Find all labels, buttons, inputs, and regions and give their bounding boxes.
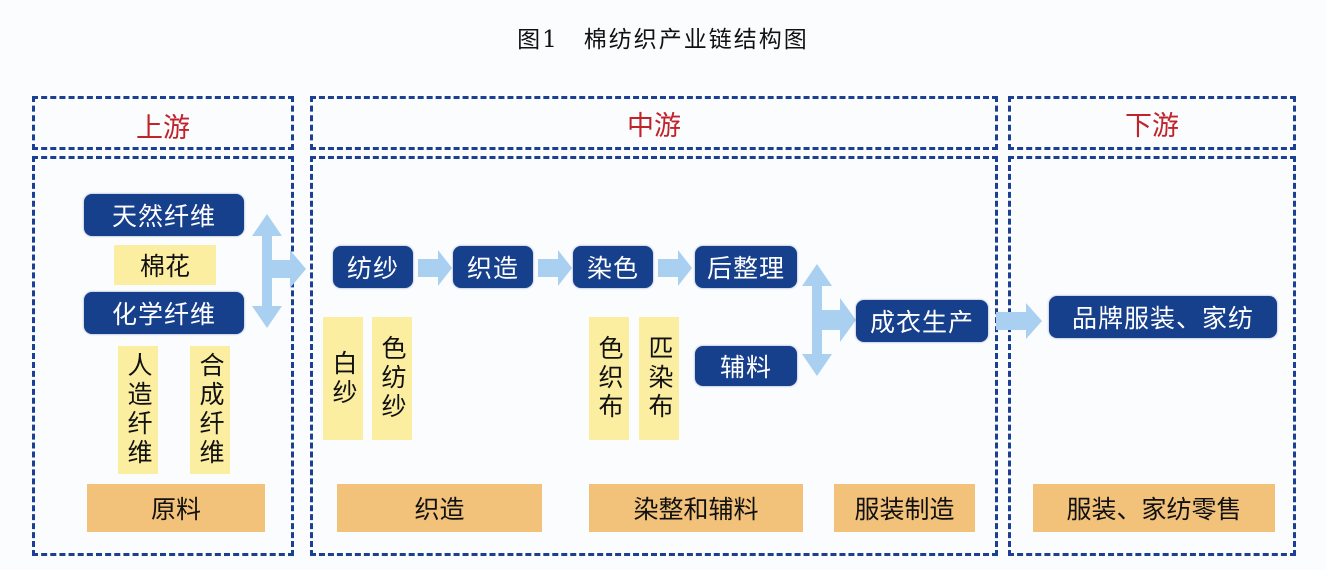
node-yarn-dyed-fabric: 色织布	[589, 317, 629, 440]
node-garment-production: 成衣生产	[856, 300, 988, 342]
midstream-body-box	[310, 156, 998, 556]
node-white-yarn: 白纱	[323, 317, 363, 440]
node-finishing: 后整理	[695, 246, 797, 288]
node-accessories: 辅料	[695, 346, 797, 386]
category-dyeing-accessories: 染整和辅料	[589, 484, 803, 532]
category-weaving: 织造	[337, 484, 542, 532]
downstream-label: 下游	[1125, 111, 1179, 142]
arrow-spinning-to-weaving	[418, 250, 452, 286]
node-natural-fiber: 天然纤维	[84, 194, 244, 236]
upstream-label: 上游	[136, 113, 190, 144]
node-cotton: 棉花	[114, 245, 216, 285]
node-chemical-fiber: 化学纤维	[84, 292, 244, 334]
node-piece-dyed-fabric: 匹染布	[639, 317, 679, 440]
node-color-spun-yarn: 色纺纱	[372, 317, 412, 440]
finishing-accessories-merge-arrow	[802, 264, 856, 376]
category-apparel-home-textile-retail: 服装、家纺零售	[1033, 484, 1275, 532]
right-arrow-shape	[822, 298, 856, 342]
midstream-label: 中游	[627, 111, 681, 142]
upstream-merge-arrow	[252, 214, 306, 328]
arrow-dyeing-to-finishing	[658, 250, 692, 286]
node-brand-apparel-home-textiles: 品牌服装、家纺	[1049, 296, 1277, 338]
diagram-title: 图1 棉纺织产业链结构图	[517, 27, 809, 53]
node-man-made-fiber: 人造纤维	[118, 346, 158, 474]
arrow-weaving-to-dyeing	[538, 250, 572, 286]
node-synthetic-fiber: 合成纤维	[190, 346, 230, 474]
right-arrow-shape	[272, 250, 306, 288]
upstream-body-box	[32, 156, 294, 556]
node-spinning: 纺纱	[333, 246, 413, 288]
double-arrow-shape	[252, 214, 282, 328]
double-arrow-shape	[802, 264, 832, 376]
upstream-header-box	[32, 96, 294, 150]
node-weaving: 织造	[453, 246, 533, 288]
category-raw-materials: 原料	[87, 484, 265, 532]
category-garment-manufacturing: 服装制造	[834, 484, 975, 532]
downstream-header-box	[1008, 96, 1296, 150]
arrow-garment-to-brand	[996, 303, 1042, 339]
downstream-body-box	[1008, 156, 1296, 556]
midstream-header-box	[310, 96, 998, 150]
node-dyeing: 染色	[573, 246, 653, 288]
